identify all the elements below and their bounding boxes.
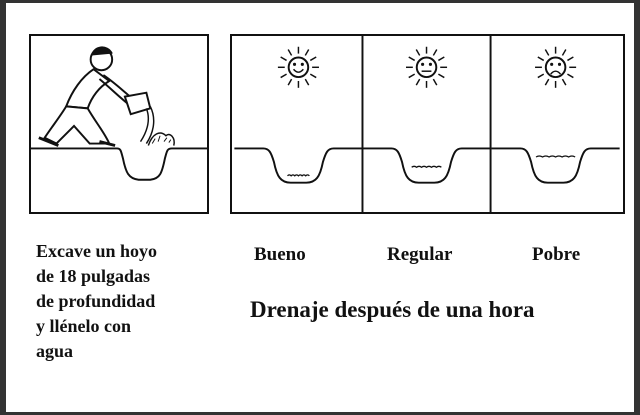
sun-ray: [567, 56, 574, 62]
water-level-1: [411, 165, 442, 169]
sun-ray: [309, 56, 317, 62]
sun-icon: [415, 56, 438, 79]
sun-eye: [421, 62, 425, 66]
sun-eye: [300, 62, 304, 66]
sun-ray: [280, 73, 287, 79]
sun-ray: [415, 49, 421, 56]
water-level-0: [287, 174, 310, 177]
ground-hole-0: [234, 147, 363, 184]
sun-eye: [428, 62, 432, 66]
sun-ray: [415, 78, 421, 86]
sun-ray: [304, 49, 310, 56]
label-pobre: Pobre: [532, 244, 581, 265]
sun-ray: [287, 78, 293, 86]
instruction-line: agua: [36, 341, 74, 361]
sun-mouth: [550, 70, 562, 75]
sun-ray: [561, 49, 567, 56]
sun-mouth: [292, 68, 304, 73]
sun-icon: [287, 56, 310, 79]
drainage-panels: [230, 34, 625, 214]
sun-ray: [544, 78, 550, 86]
figure: Excave un hoyo de 18 pulgadas de profund…: [6, 3, 634, 412]
sun-ray: [438, 56, 445, 62]
sun-ray: [408, 73, 416, 79]
sun-eye: [292, 62, 297, 66]
sun-ray: [544, 49, 550, 56]
sun-ray: [432, 49, 438, 56]
instruction-line: y llénelo con: [36, 316, 131, 336]
instruction-text: Excave un hoyo de 18 pulgadas de profund…: [36, 239, 226, 364]
sun-ray: [438, 73, 445, 79]
sun-ray: [408, 56, 416, 62]
sun-ray: [287, 49, 293, 56]
instruction-line: de profundidad: [36, 291, 156, 311]
label-regular: Regular: [387, 244, 453, 265]
sun-ray: [304, 78, 310, 86]
person-filling-hole-illustration: [31, 46, 207, 181]
sun-ray: [537, 56, 545, 62]
sun-ray: [432, 78, 438, 86]
instruction-line: de 18 pulgadas: [36, 266, 151, 286]
label-bueno: Bueno: [254, 244, 306, 265]
ground-hole-2: [491, 147, 620, 184]
instruction-line: Excave un hoyo: [36, 241, 158, 261]
sun-ray: [561, 78, 567, 86]
water-level-2: [535, 155, 576, 158]
sun-ray: [567, 73, 574, 79]
sun-ray: [309, 73, 317, 79]
sun-ray: [537, 73, 545, 79]
digging-panel: [29, 34, 209, 214]
sun-eye: [557, 62, 562, 66]
ground-hole-1: [362, 147, 491, 184]
sun-eye: [550, 62, 554, 66]
main-caption: Drenaje después de una hora: [250, 297, 535, 322]
drainage-illustration: [234, 36, 620, 212]
sun-ray: [280, 56, 287, 62]
sun-icon: [544, 56, 567, 79]
